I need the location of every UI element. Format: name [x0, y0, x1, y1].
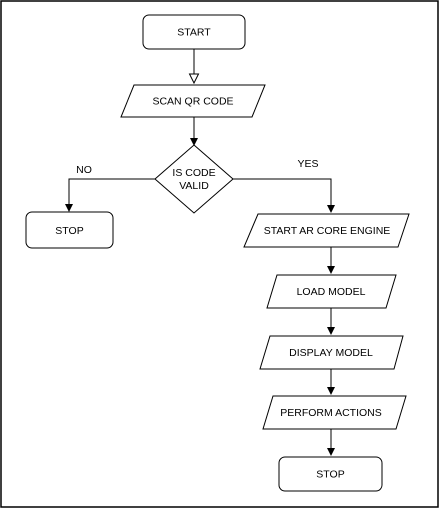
perform-actions-node-label: PERFORM ACTIONS: [280, 407, 382, 419]
display-model-node-label: DISPLAY MODEL: [289, 347, 373, 359]
edge-start-to-scan-arrowhead: [188, 73, 200, 85]
display-model-node: [259, 335, 404, 370]
start-node-label: START: [177, 27, 211, 39]
stop-bottom-node: [278, 456, 383, 492]
decision-node-label-line2: VALID: [179, 180, 209, 192]
stop-left-node: [25, 211, 114, 249]
decision-node-label-line1: IS CODE: [172, 167, 215, 179]
load-model-node-label: LOAD MODEL: [297, 286, 366, 298]
edge-decision-no: [65, 178, 155, 212]
perform-actions-node: [262, 395, 407, 430]
edge-no-label: NO: [76, 164, 92, 176]
load-model-node: [266, 274, 397, 309]
decision-node: [154, 144, 234, 214]
stop-bottom-node-label: STOP: [316, 469, 344, 481]
start-ar-node: [243, 213, 410, 248]
scan-qr-node-label: SCAN QR CODE: [152, 96, 233, 108]
stop-left-node-label: STOP: [55, 225, 83, 237]
scan-qr-node: [120, 84, 266, 118]
start-ar-node-label: START AR CORE ENGINE: [264, 225, 391, 237]
edge-yes-label: YES: [297, 158, 318, 170]
edge-decision-yes: [233, 178, 335, 213]
